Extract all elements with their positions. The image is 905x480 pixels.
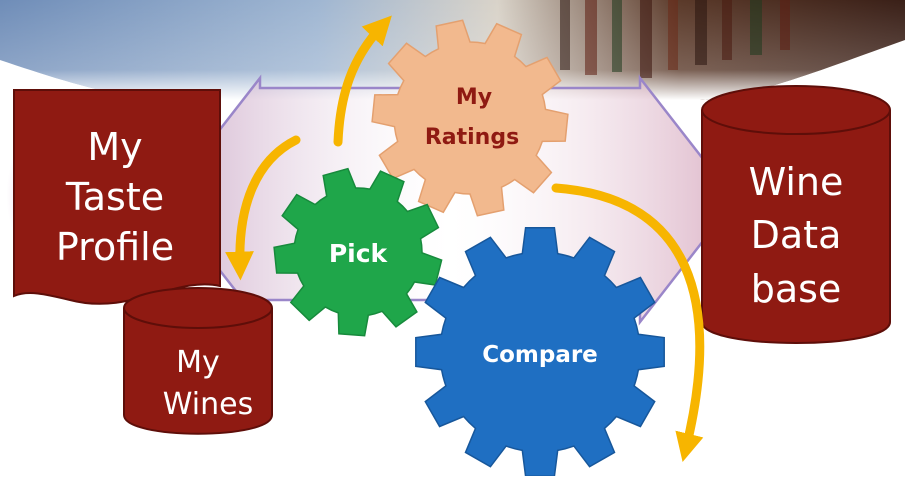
wine-database-label-line3: base <box>751 267 842 311</box>
flow-arrows <box>225 15 705 462</box>
pick-gear-label: Pick <box>329 239 389 268</box>
wine-database-label-line1: Wine <box>749 160 844 204</box>
taste-profile-label-line1: My <box>87 125 142 169</box>
arrow-to-taste-profile <box>225 135 301 281</box>
ratings-gear-label-line1: My <box>456 85 492 110</box>
taste-profile-document: My Taste Profile <box>6 84 221 305</box>
pick-gear: Pick <box>273 167 443 337</box>
wine-database-cylinder: Wine Data base <box>701 85 891 344</box>
my-wines-cylinder: My Wines <box>123 287 273 435</box>
compare-gear-label: Compare <box>482 342 598 368</box>
ratings-gear: My Ratings <box>371 19 569 217</box>
compare-gear: Compare <box>415 227 665 477</box>
taste-profile-label-line2: Taste <box>65 175 164 219</box>
arrow-to-ratings <box>333 15 392 147</box>
my-wines-label-line2: Wines <box>163 387 253 422</box>
arrow-compare-loop <box>551 183 705 462</box>
taste-profile-label-line3: Profile <box>56 225 174 269</box>
my-wines-label-line1: My <box>176 345 220 380</box>
wine-database-label-line2: Data <box>751 213 842 257</box>
ratings-gear-label-line2: Ratings <box>425 125 519 150</box>
